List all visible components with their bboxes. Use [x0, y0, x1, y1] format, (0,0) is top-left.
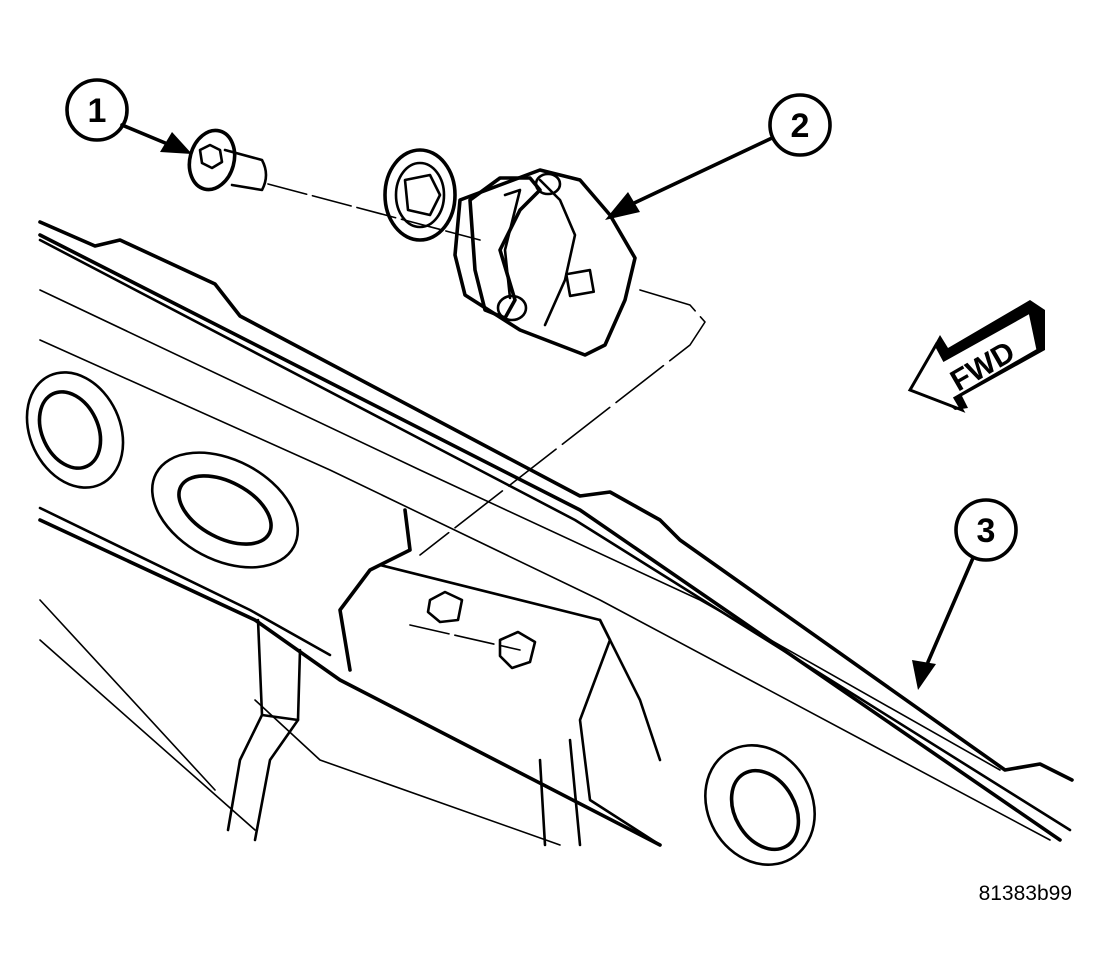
reference-code: 81383b99	[979, 882, 1072, 905]
callout-2-label: 2	[791, 107, 810, 145]
seat-track-frame-icon	[25, 220, 1074, 866]
callout-1: 1	[65, 78, 192, 154]
forward-arrow-icon: FWD	[907, 300, 1045, 413]
callout-1-label: 1	[88, 92, 107, 130]
alignment-lines	[267, 183, 706, 651]
callout-3-label: 3	[977, 512, 996, 550]
bolt-icon	[187, 128, 268, 192]
callout-2: 2	[605, 93, 832, 220]
callout-3: 3	[912, 498, 1018, 690]
seat-belt-anchor-bracket-icon	[383, 148, 637, 357]
